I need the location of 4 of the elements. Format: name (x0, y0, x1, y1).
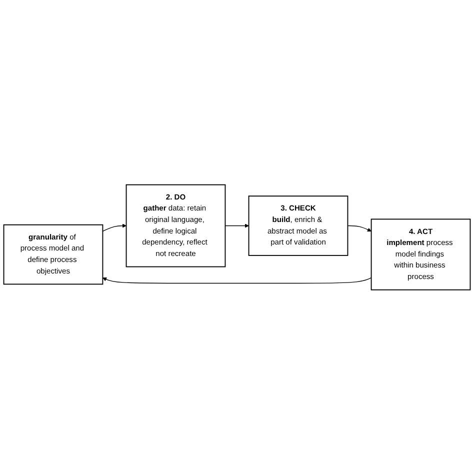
arrow (102, 277, 372, 284)
arrow (347, 225, 372, 232)
arrow (224, 223, 249, 228)
arrow (102, 223, 126, 232)
